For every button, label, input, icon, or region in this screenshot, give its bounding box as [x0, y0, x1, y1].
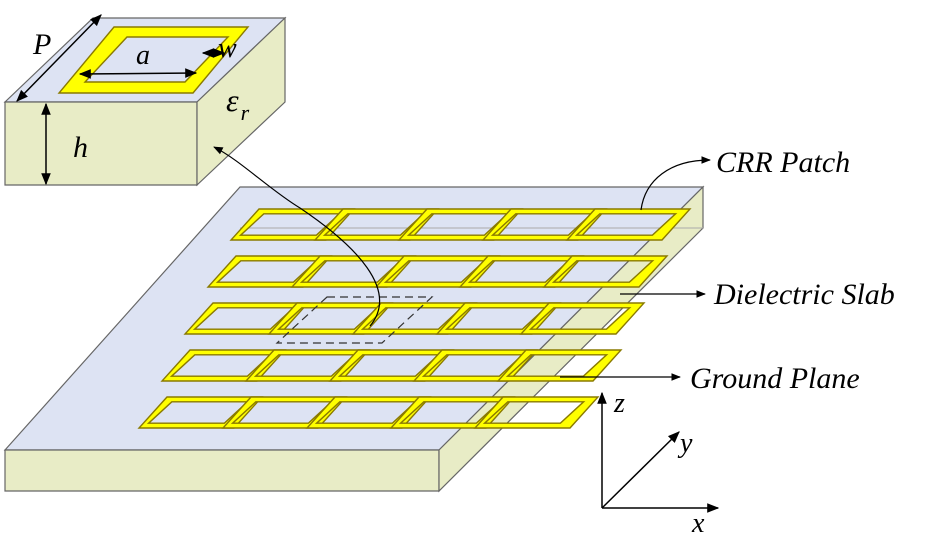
- crr-patch-pointer: [640, 156, 711, 211]
- label-dielectric-slab: Dielectric Slab: [713, 278, 895, 311]
- y-axis: [601, 431, 680, 509]
- unit-cell-side-face: [196, 16, 286, 187]
- label-crr-patch: CRR Patch: [716, 146, 850, 179]
- slab: [3, 185, 705, 493]
- label-x: x: [691, 508, 705, 539]
- label-epsilon-subscript: r: [241, 100, 250, 125]
- crr-patch: [565, 208, 692, 241]
- label-a: a: [136, 40, 150, 71]
- crr-patch-array: [137, 208, 692, 429]
- label-epsilon: ε: [226, 82, 239, 118]
- crr-patch: [519, 302, 646, 335]
- crr-patch: [473, 396, 600, 429]
- label-h: h: [73, 131, 88, 164]
- label-p: P: [32, 28, 51, 61]
- coordinate-axes: z y x: [597, 388, 720, 539]
- unit-cell: P a w h εr: [3, 14, 287, 187]
- dimension-p-arrow: [16, 14, 102, 102]
- label-y: y: [677, 428, 693, 459]
- label-ground-plane: Ground Plane: [690, 362, 860, 395]
- label-w: w: [218, 33, 237, 64]
- crr-patch: [542, 255, 669, 288]
- slab-front-face: [4, 449, 440, 492]
- selected-cell-outline: [275, 296, 434, 344]
- dimension-a-arrow: [78, 68, 198, 79]
- label-epsilon-r: εr: [226, 82, 250, 125]
- unit-cell-pointer: [213, 146, 381, 327]
- label-z: z: [613, 388, 625, 419]
- crr-patch: [496, 349, 623, 382]
- unit-cell-front-face: [4, 101, 198, 186]
